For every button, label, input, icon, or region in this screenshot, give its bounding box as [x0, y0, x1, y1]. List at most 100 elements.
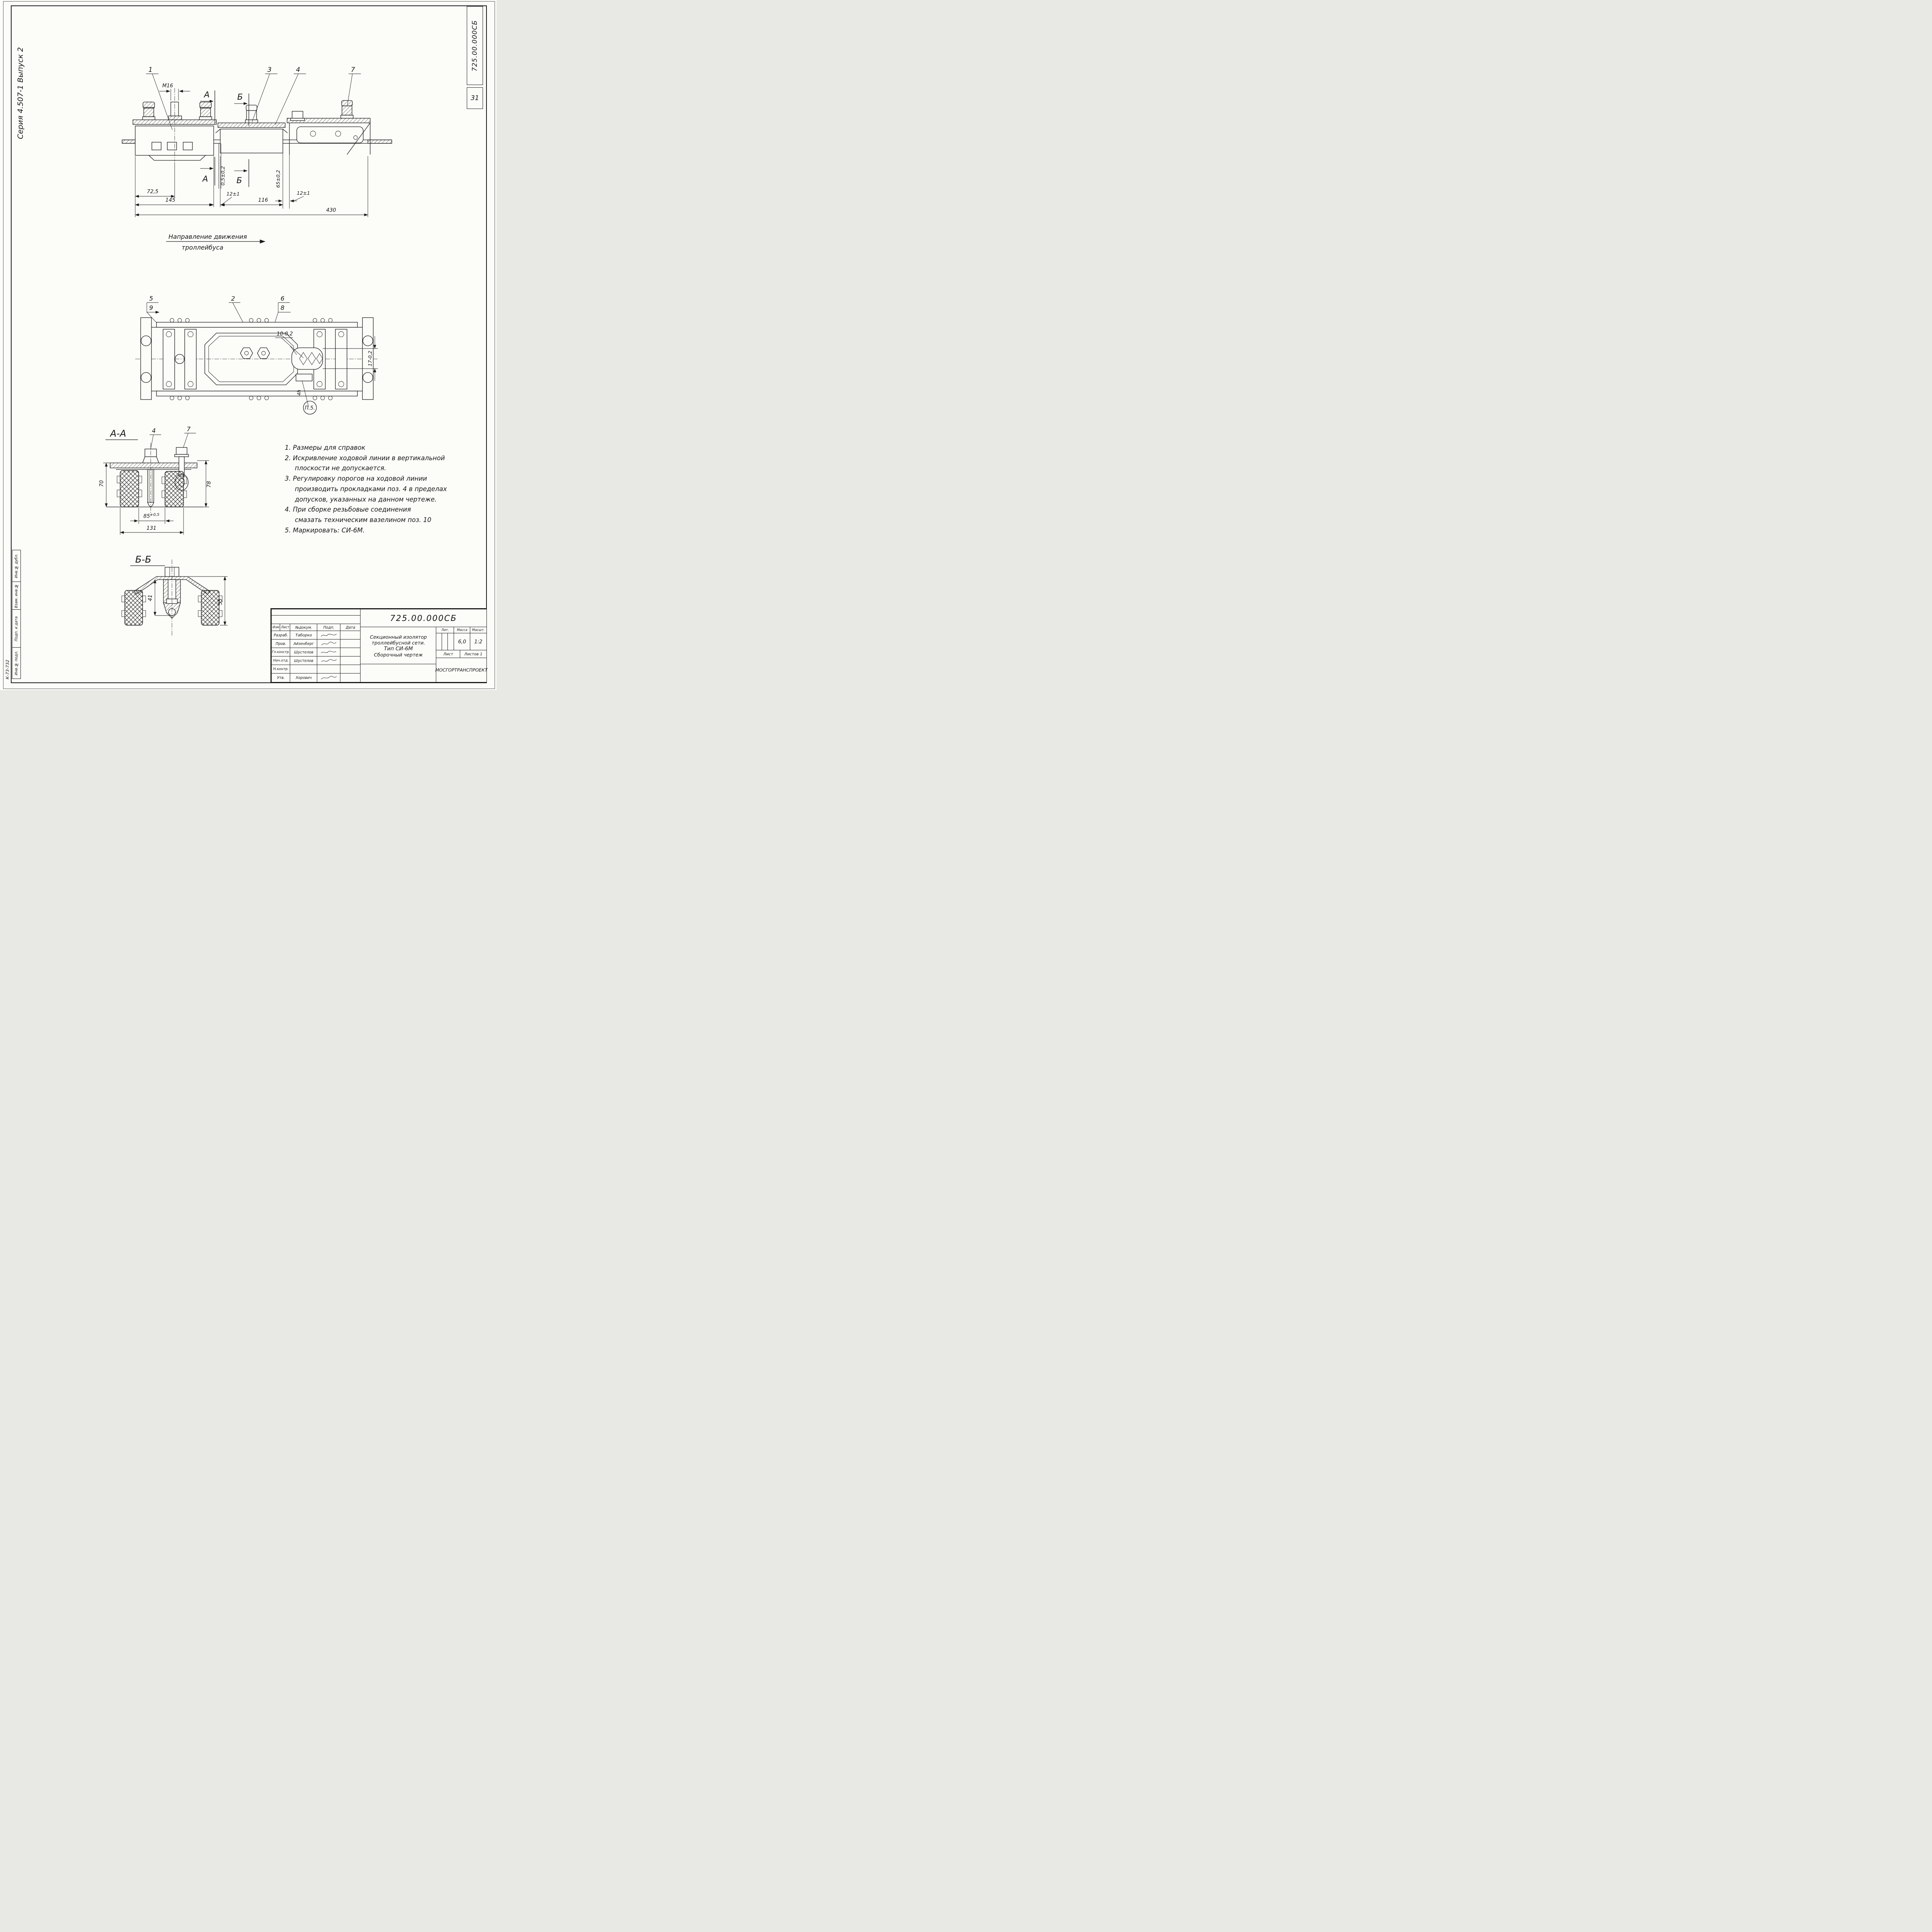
note-line: 1. Размеры для справок — [285, 444, 366, 451]
plan-view-drawing: 5 9 2 6 8 — [135, 295, 378, 415]
sheet-number: 31 — [471, 94, 479, 102]
direction-note: Направление движения троллейбуса — [166, 233, 265, 251]
section-bb-drawing: Б-Б — [121, 554, 228, 637]
note-line: смазать техническим вазелином поз. 10 — [295, 516, 432, 524]
tb-role: Утв. — [271, 673, 291, 682]
tb-date — [340, 665, 361, 674]
tb-doc-number: 725.00.000СБ — [360, 609, 487, 628]
insulator-strips — [163, 329, 347, 389]
callout-label: 3 — [267, 66, 272, 74]
tb-mass-value: 6,0 — [454, 633, 471, 651]
dim-label-55: 55 — [217, 599, 223, 605]
dim-label-knurl: 10-0,2 — [277, 331, 293, 337]
callout-1: 1 — [146, 66, 173, 130]
bolt — [245, 105, 258, 123]
callout-label: 2 — [231, 295, 235, 302]
callout-label: 1 — [148, 66, 153, 74]
tb-date — [340, 656, 361, 665]
dim-41: 41 — [147, 579, 172, 616]
callout-label: 4 — [296, 66, 300, 74]
section-letter: Б — [236, 176, 242, 185]
dim-17: 17-0,2 — [323, 336, 378, 381]
tb-name: Шустелов — [290, 648, 318, 657]
stamp-label: Инв.№ подл. — [14, 651, 19, 675]
center-opening — [204, 333, 298, 385]
note-line: 4. При сборке резьбовые соединения — [285, 506, 411, 514]
section-aa-title: А-А — [105, 428, 138, 440]
tb-signature — [317, 639, 341, 648]
section-letter: Б — [237, 92, 243, 102]
tb-name: Хорович — [290, 673, 318, 682]
dim-label-131: 131 — [146, 525, 156, 531]
stamp-cell-podp-data: Подп. и дата — [12, 609, 21, 648]
stamp-cell-inv-dubl: Инв.№ дубл. — [12, 550, 21, 582]
gap-feature — [218, 143, 221, 189]
dim-label-78: 78 — [206, 481, 212, 488]
section-mark-a-lower: А — [200, 157, 215, 185]
dim-label-gap: 0,5±0,2 — [220, 166, 226, 185]
dim-131: 131 — [120, 508, 184, 535]
right-end-plate — [362, 317, 374, 400]
dim-70: 70 — [99, 463, 110, 507]
sheet-number-box: 31 — [467, 87, 483, 109]
tb-date — [340, 648, 361, 657]
bolt — [340, 100, 354, 119]
dim-label-72-5: 72,5 — [147, 189, 158, 195]
sheet-edge — [3, 1, 495, 689]
tb-organization: МОСГОРТРАНСПРОЕКТ — [435, 658, 488, 682]
tb-description-line: Секционный изолятор — [370, 634, 427, 640]
stamp-label: Подп. и дата — [14, 616, 19, 641]
adjusting-stud-m16 — [168, 88, 182, 162]
dim-label-12b: 12±1 — [297, 190, 310, 196]
section-mark-b-lower: Б — [234, 159, 249, 187]
tb-date — [340, 639, 361, 648]
note-line: 5. Маркировать: СИ-6М. — [285, 526, 365, 534]
dim-label-145: 145 — [165, 197, 175, 203]
bolt-heads-row — [170, 318, 333, 400]
section-letter: А — [202, 174, 208, 184]
left-end-plate — [140, 317, 152, 400]
tb-signature — [317, 673, 341, 682]
dim-label-41: 41 — [147, 595, 153, 601]
knurled-wheel-right — [162, 471, 187, 507]
tb-signature — [317, 665, 341, 674]
bolt — [290, 111, 305, 121]
callout-label: 9 — [149, 304, 153, 311]
dim-65: 65±0,2 12±1 — [275, 142, 310, 209]
dim-430: 430 — [135, 156, 368, 217]
tb-header-podp: Подп. — [317, 624, 341, 631]
tb-name: Айзенберг — [290, 639, 318, 648]
tb-date — [340, 673, 361, 682]
tb-name — [290, 665, 318, 674]
dim-85-base: 85 — [143, 513, 150, 519]
section-letter: А — [203, 90, 209, 99]
tb-sheets-label: Листов 1 — [460, 650, 487, 658]
tb-signature — [317, 631, 341, 640]
dim-55: 55 — [188, 576, 228, 626]
stamp-cell-vzam-inv: Взам. инв.№ — [12, 582, 21, 610]
note-ref-label: П.5. — [305, 405, 315, 411]
tb-role: Н.контр. — [271, 665, 291, 674]
dim-78: 78 — [184, 460, 212, 507]
drawing-sheet: Серия 4.507-1 Выпуск 2 725.00.000СБ 31 И… — [0, 0, 497, 690]
bolt — [199, 102, 212, 120]
marking-plate: 4h П.5. — [296, 374, 317, 415]
section-mark-b-upper: Б — [234, 92, 249, 126]
tb-header-ndocum: №докум. — [290, 624, 318, 631]
tb-role: Гл.констр. — [271, 648, 291, 657]
dim-label-12a: 12±1 — [226, 191, 240, 197]
callout-label: 8 — [281, 304, 284, 311]
callout-4: 4 — [275, 66, 306, 125]
middle-runner-block — [215, 122, 288, 153]
dim-116: 116 — [220, 197, 283, 206]
section-title: Б-Б — [135, 554, 151, 565]
note-line: 3. Регулировку порогов на ходовой линии — [285, 475, 427, 483]
section-aa-drawing: А-А 4 7 — [99, 425, 212, 535]
section-mark-a-upper: А — [200, 90, 215, 124]
top-view-drawing: М16 — [122, 66, 392, 217]
tb-header-izm: Изм — [271, 624, 281, 631]
callout-7: 7 — [347, 66, 361, 105]
dim-m16: М16 — [159, 83, 190, 100]
callout-7: 7 — [182, 425, 196, 449]
mark-height-label: 4h — [296, 390, 302, 396]
